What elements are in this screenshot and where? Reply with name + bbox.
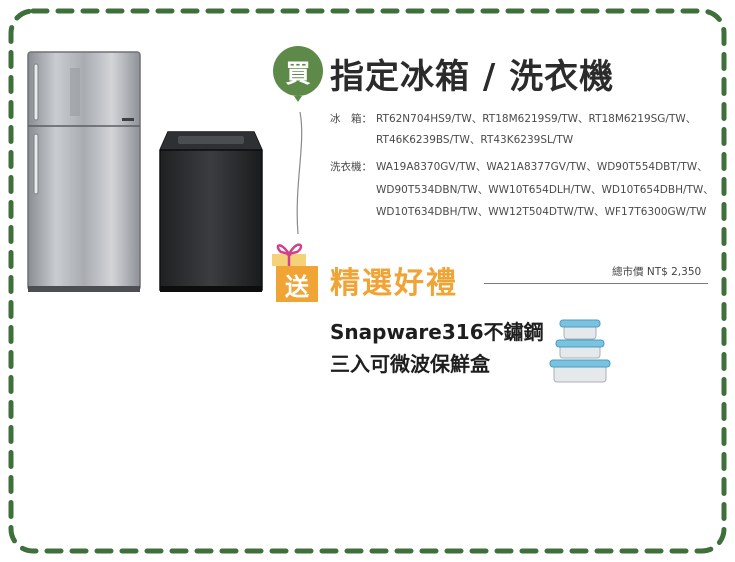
gift-title: 精選好禮 (330, 266, 458, 301)
divider-line (484, 283, 708, 284)
gift-name-line2: 三入可微波保鮮盒 (330, 352, 490, 376)
gift-box-icon (272, 243, 306, 266)
buy-badge: 買 (285, 59, 311, 88)
page-title: 指定冰箱 / 洗衣機 (330, 57, 615, 97)
fridge-label: 冰 箱： (330, 113, 372, 125)
market-price: 總市價 NT$ 2,350 (612, 266, 702, 278)
fridge-models-line2: RT46K6239BS/TW、RT43K6239SL/TW (376, 134, 574, 146)
fridge-models-line1: RT62N704HS9/TW、RT18M6219S9/TW、RT18M6219S… (376, 113, 697, 125)
washing-machine-image (159, 131, 263, 292)
refrigerator-image (27, 51, 141, 292)
gift-name-line1: Snapware316不鏽鋼 (330, 320, 544, 344)
washer-models-line2: WD90T534DBN/TW、WW10T654DLH/TW、WD10T654DB… (376, 184, 714, 196)
washer-models-line3: WD10T634DBH/TW、WW12T504DTW/TW、WF17T6300G… (376, 206, 707, 218)
washer-label: 洗衣機： (330, 161, 372, 173)
gift-badge: 送 (276, 266, 318, 302)
washer-models-line1: WA19A8370GV/TW、WA21A8377GV/TW、WD90T554DB… (376, 161, 708, 173)
balloon-icon (273, 46, 323, 235)
food-container-image (549, 319, 611, 383)
